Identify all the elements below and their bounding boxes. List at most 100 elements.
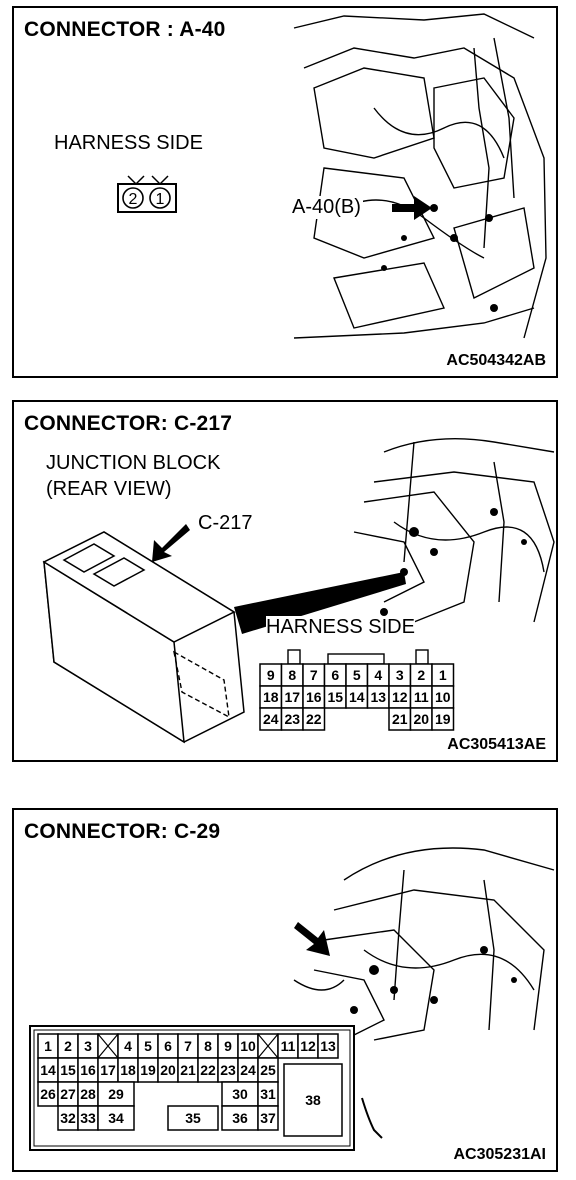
pin-label: 8 xyxy=(288,667,296,683)
blank-pin-cross xyxy=(257,1033,279,1059)
pin-cell xyxy=(283,1063,343,1137)
pin-label: 5 xyxy=(144,1038,152,1054)
pin-label: 21 xyxy=(392,711,408,727)
pin-label: 2 xyxy=(129,191,138,208)
pin-cell xyxy=(302,707,326,731)
panel-title: CONNECTOR: C-29 xyxy=(24,820,221,843)
pin-label: 14 xyxy=(349,689,365,705)
pin-label: 7 xyxy=(184,1038,192,1054)
pin-label: 17 xyxy=(100,1062,116,1078)
pin-label: 13 xyxy=(370,689,386,705)
pin-label: 11 xyxy=(414,689,429,705)
pin-label: 16 xyxy=(80,1062,96,1078)
pin-label: 26 xyxy=(40,1086,56,1102)
pin-label: 1 xyxy=(44,1038,52,1054)
pin-label: 11 xyxy=(281,1038,296,1054)
pin-label: 37 xyxy=(260,1110,276,1126)
callout-arrow xyxy=(294,922,330,956)
pin-cell xyxy=(221,1105,259,1131)
pin-label: 12 xyxy=(300,1038,316,1054)
connector-a40-panel: CONNECTOR : A-40 HARNESS SIDE 2 1 xyxy=(12,6,558,378)
pin-cell xyxy=(221,1081,259,1107)
pin-label: 6 xyxy=(331,667,339,683)
pin-label: 1 xyxy=(439,667,447,683)
connector-a40-symbol: 2 1 xyxy=(117,175,177,213)
dashboard-illustration xyxy=(293,847,555,1041)
junction-block-label: JUNCTION BLOCK xyxy=(46,452,221,474)
pin-label: 2 xyxy=(64,1038,72,1054)
figure-code: AC504342AB xyxy=(446,352,546,369)
callout-arrow xyxy=(152,524,190,562)
pin-label: 4 xyxy=(374,667,382,683)
pin-label: 15 xyxy=(327,689,343,705)
pin-label: 3 xyxy=(84,1038,92,1054)
pin-label: 25 xyxy=(260,1062,276,1078)
pin-label: 24 xyxy=(240,1062,256,1078)
pin-label: 9 xyxy=(267,667,275,683)
harness-side-label: HARNESS SIDE xyxy=(266,616,415,639)
pin-label: 13 xyxy=(320,1038,336,1054)
pin-label: 36 xyxy=(232,1110,248,1126)
pin-label: 29 xyxy=(108,1086,124,1102)
pin-label: 3 xyxy=(396,667,404,683)
blank-pin-cross xyxy=(97,1033,119,1059)
pin-label: 28 xyxy=(80,1086,96,1102)
pin-label: 20 xyxy=(413,711,429,727)
pin-label: 31 xyxy=(260,1086,276,1102)
pin-label: 8 xyxy=(204,1038,212,1054)
pin-label: 12 xyxy=(392,689,408,705)
pin-label: 34 xyxy=(108,1110,124,1126)
pin-label: 20 xyxy=(160,1062,176,1078)
figure-code: AC305231AI xyxy=(453,1146,547,1163)
callout-arrow xyxy=(392,196,432,220)
wire-stub xyxy=(361,1097,383,1139)
pin-label: 16 xyxy=(306,689,322,705)
pin-label: 32 xyxy=(60,1110,76,1126)
harness-side-label: HARNESS SIDE xyxy=(54,132,203,154)
pin-label: 23 xyxy=(284,711,300,727)
pin-cell xyxy=(257,1105,279,1131)
pin-label: 22 xyxy=(200,1062,216,1078)
pin-label: 30 xyxy=(232,1086,248,1102)
pin-label: 18 xyxy=(263,689,279,705)
pin-label: 33 xyxy=(80,1110,96,1126)
pin-label: 5 xyxy=(353,667,361,683)
pin-label: 19 xyxy=(140,1062,156,1078)
pin-cell xyxy=(431,707,455,731)
pin-label: 1 xyxy=(156,191,165,208)
pin-label: 6 xyxy=(164,1038,172,1054)
pin-1 xyxy=(149,187,171,209)
pin-label: 24 xyxy=(263,711,279,727)
callout-label: C-217 xyxy=(198,512,253,534)
pin-label: 2 xyxy=(417,667,425,683)
panel-title: CONNECTOR : A-40 xyxy=(24,18,226,41)
pin-label: 7 xyxy=(310,667,318,683)
pin-label: 9 xyxy=(224,1038,232,1054)
engine-bay-illustration xyxy=(293,13,547,339)
pin-cell xyxy=(97,1081,135,1107)
figure-code: AC305413AE xyxy=(447,736,546,753)
pin-cell xyxy=(317,1033,339,1059)
pin-label: 14 xyxy=(40,1062,56,1078)
pin-label: 21 xyxy=(180,1062,196,1078)
pin-2 xyxy=(122,187,144,209)
dashboard-illustration xyxy=(234,437,555,634)
pin-label: 23 xyxy=(220,1062,236,1078)
pin-cell xyxy=(97,1105,135,1131)
rear-view-label: (REAR VIEW) xyxy=(46,478,172,500)
pin-label: 18 xyxy=(120,1062,136,1078)
pin-label: 27 xyxy=(60,1086,76,1102)
pin-label: 19 xyxy=(435,711,451,727)
pin-label: 17 xyxy=(284,689,300,705)
pin-label: 4 xyxy=(124,1038,132,1054)
callout-label: A-40(B) xyxy=(290,196,363,219)
pin-label: 15 xyxy=(60,1062,76,1078)
panel-title: CONNECTOR: C-217 xyxy=(24,412,233,435)
pin-label: 10 xyxy=(240,1038,256,1054)
connector-c217-panel: CONNECTOR: C-217 JUNCTION BLOCK (REAR VI… xyxy=(12,400,558,762)
junction-block-illustration xyxy=(42,524,245,744)
pin-cell xyxy=(167,1105,219,1131)
